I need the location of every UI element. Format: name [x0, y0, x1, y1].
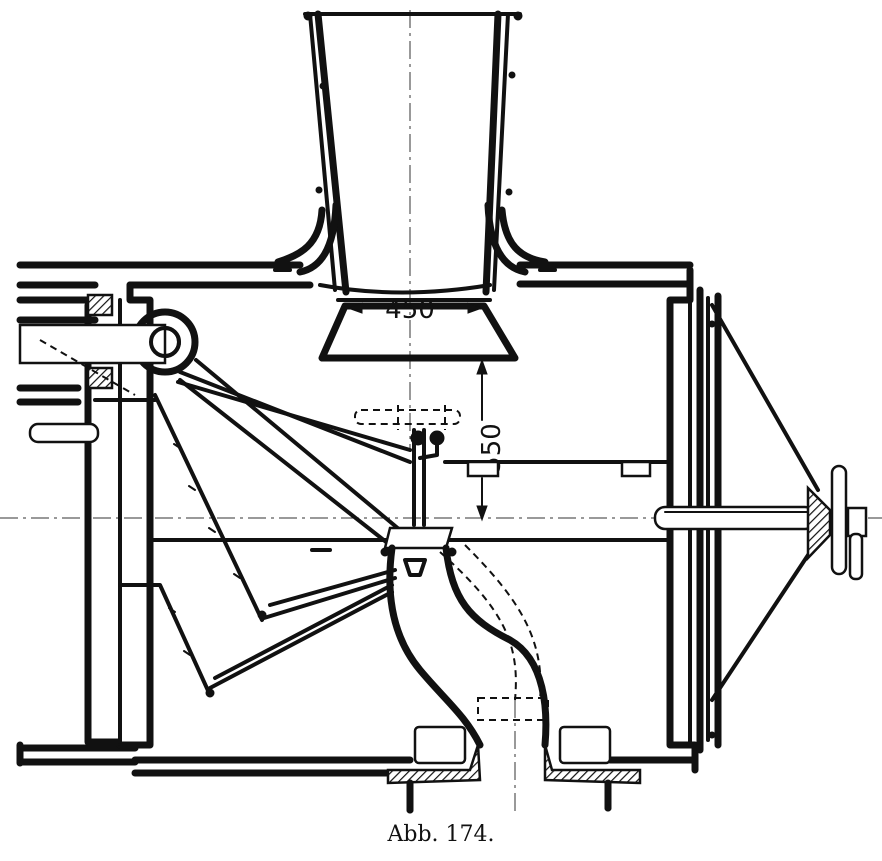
bottom-fittings	[386, 725, 642, 814]
figure-caption: Abb. 174.	[387, 822, 495, 847]
dimension-450: 450	[346, 295, 484, 325]
door-assembly	[653, 303, 868, 702]
outlet-duct	[380, 526, 550, 749]
chimney	[274, 10, 549, 362]
hangers	[410, 428, 445, 527]
pivot-bearing	[18, 293, 199, 396]
internal-plates	[93, 398, 672, 542]
linkage-rods	[118, 358, 412, 698]
dimension-label-width: 450	[385, 295, 435, 325]
dimension-550: 550	[476, 358, 507, 522]
